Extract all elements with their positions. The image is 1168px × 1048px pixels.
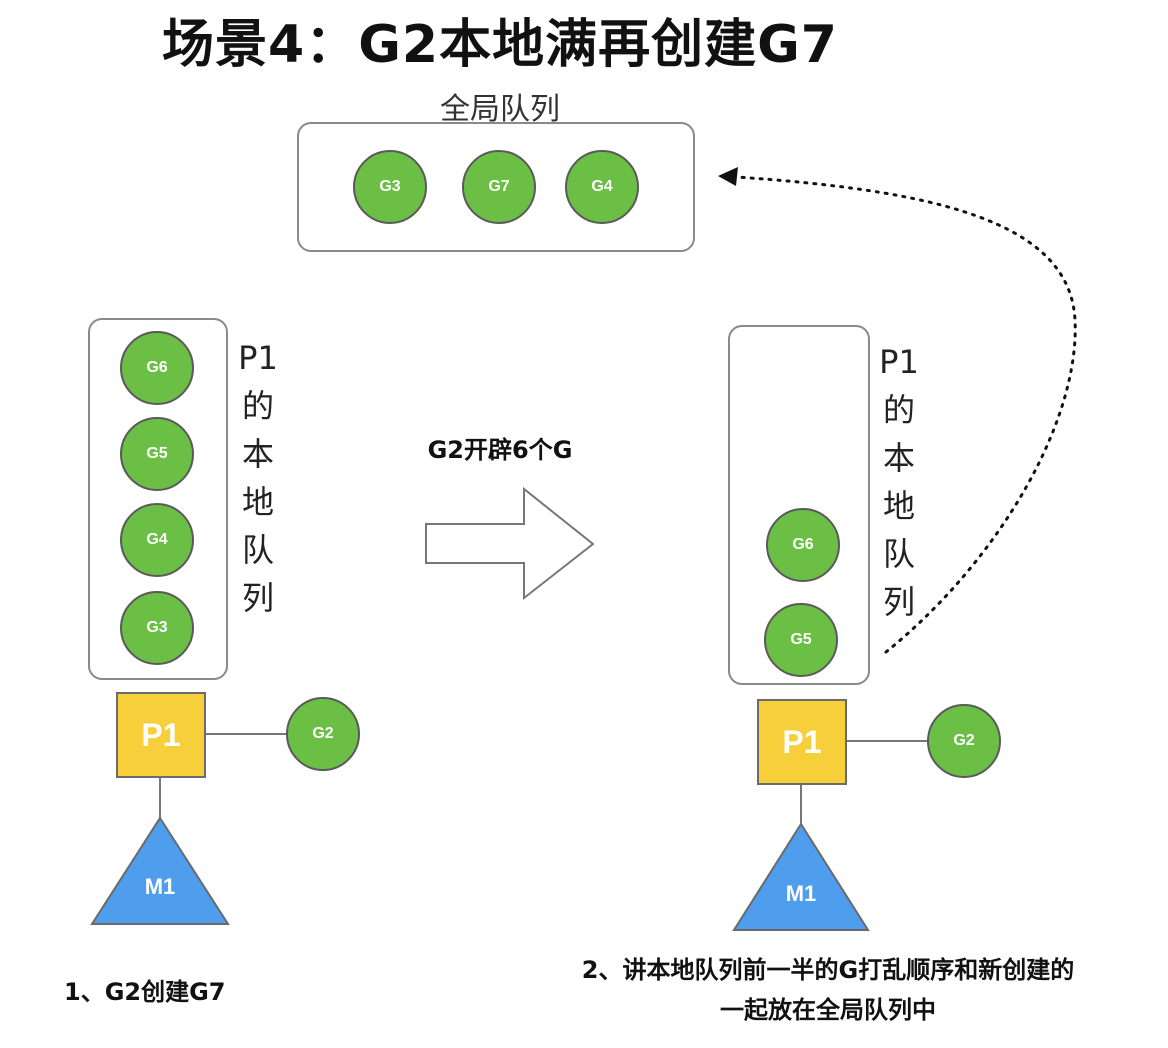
transition-label: G2开辟6个G — [427, 436, 573, 464]
left-processor: P1 — [116, 692, 206, 778]
right-running-goroutine: G2 — [927, 704, 1001, 778]
right-m1-triangle — [732, 822, 870, 931]
left-caption: 1、G2创建G7 — [64, 978, 226, 1006]
label-char: 列 — [241, 579, 274, 617]
right-processor: P1 — [757, 699, 847, 785]
label-char: 队 — [882, 535, 915, 573]
global-queue-goroutine: G4 — [565, 150, 639, 224]
global-queue-goroutine: G3 — [353, 150, 427, 224]
right-machine-label: M1 — [785, 881, 817, 906]
left-local-goroutine: G3 — [120, 591, 194, 665]
left-local-queue-label: P1 的 本 地 队 列 — [236, 334, 280, 622]
left-local-goroutine: G4 — [120, 503, 194, 577]
dotted-arrow-head — [718, 167, 738, 186]
label-char: 队 — [241, 531, 274, 569]
label-char: 地 — [241, 483, 274, 521]
left-running-goroutine: G2 — [286, 697, 360, 771]
label-char: 地 — [882, 487, 915, 525]
move-to-global-dotted-arrow — [734, 175, 1077, 654]
left-machine-label: M1 — [144, 874, 176, 899]
right-local-queue-label: P1 的 本 地 队 列 — [877, 338, 921, 626]
right-caption-line1: 2、讲本地队列前一半的G打乱顺序和新创建的 — [581, 956, 1075, 984]
left-m1-triangle — [90, 816, 230, 925]
label-char: 列 — [882, 583, 915, 621]
label-char: P1 — [238, 339, 278, 377]
right-local-goroutine: G5 — [764, 603, 838, 677]
global-queue-goroutine: G7 — [462, 150, 536, 224]
label-char: P1 — [879, 343, 919, 381]
label-char: 本 — [882, 439, 915, 477]
transition-arrow — [425, 486, 595, 601]
right-local-goroutine: G6 — [766, 508, 840, 582]
label-char: 的 — [241, 387, 274, 425]
label-char: 本 — [241, 435, 274, 473]
left-local-goroutine: G6 — [120, 331, 194, 405]
left-local-goroutine: G5 — [120, 417, 194, 491]
global-queue-label: 全局队列 — [440, 92, 560, 127]
page-title: 场景4：G2本地满再创建G7 — [162, 15, 838, 75]
right-caption-line2: 一起放在全局队列中 — [720, 996, 936, 1024]
label-char: 的 — [882, 391, 915, 429]
